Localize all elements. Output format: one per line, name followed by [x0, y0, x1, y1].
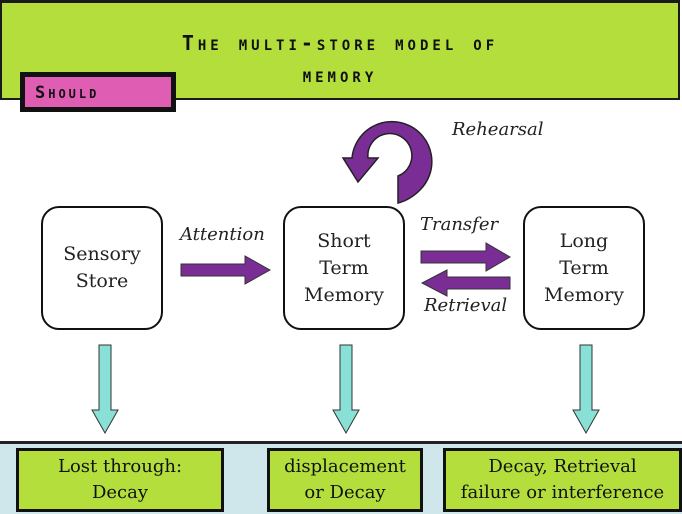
ltm-label: Long Term Memory — [544, 229, 624, 306]
short-term-memory-box: Short Term Memory — [283, 206, 405, 330]
sensory-outcome-box: Lost through: Decay — [16, 448, 224, 512]
sensory-down-arrow — [91, 344, 119, 435]
rehearsal-label: Rehearsal — [452, 119, 544, 140]
attention-arrow — [180, 255, 272, 285]
attention-label: Attention — [180, 224, 265, 245]
stm-label: Short Term Memory — [304, 229, 384, 306]
title-line-2: memory — [302, 63, 378, 87]
badge-label: Should — [35, 83, 100, 103]
stm-outcome-text: displacement or Decay — [284, 456, 406, 503]
stm-outcome-box: displacement or Decay — [267, 448, 423, 512]
ltm-outcome-text: Decay, Retrieval failure or interference — [460, 456, 665, 503]
stm-down-arrow — [332, 344, 360, 435]
title-line-1: The multi-store model of — [181, 31, 499, 55]
transfer-arrow — [420, 242, 511, 272]
ltm-down-arrow — [572, 344, 600, 435]
sensory-outcome-text: Lost through: Decay — [57, 456, 183, 503]
ltm-outcome-box: Decay, Retrieval failure or interference — [443, 448, 682, 512]
rehearsal-loop-arrow — [341, 120, 433, 204]
retrieval-label: Retrieval — [424, 295, 508, 316]
long-term-memory-box: Long Term Memory — [523, 206, 645, 330]
should-badge: Should — [20, 72, 176, 112]
page-title: The multi-store model of memory — [2, 27, 678, 91]
retrieval-arrow — [420, 269, 511, 297]
sensory-store-box: Sensory Store — [41, 206, 163, 330]
transfer-label: Transfer — [420, 214, 499, 235]
sensory-store-label: Sensory Store — [63, 243, 141, 292]
